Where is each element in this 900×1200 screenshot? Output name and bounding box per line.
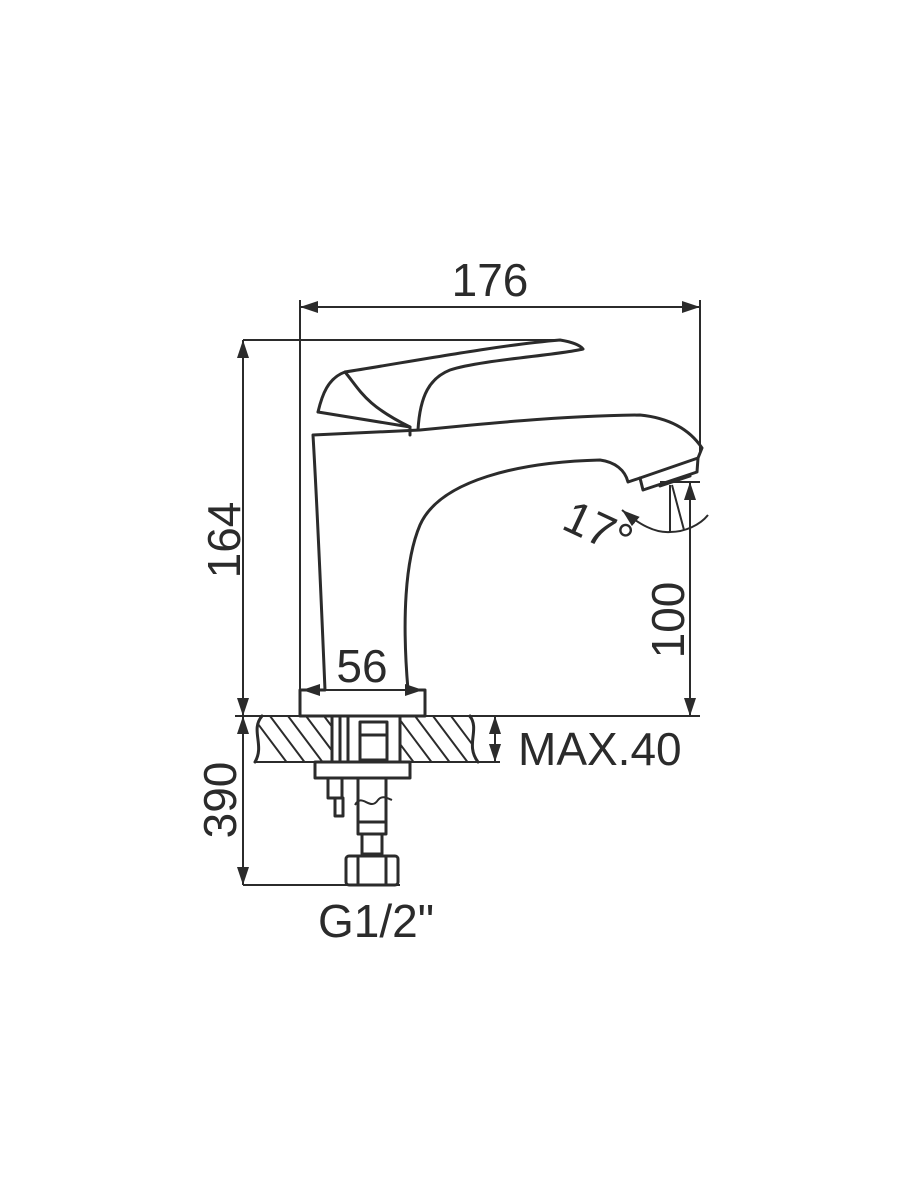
hose-length-dimension: 390 G1/2": [194, 716, 434, 947]
max-thickness-label: MAX.40: [518, 723, 682, 775]
base-width-label: 56: [336, 640, 387, 692]
height-dimension: 164: [198, 339, 560, 716]
mounting-hardware: [313, 714, 412, 887]
spout-dimension: 17° 100: [556, 481, 709, 716]
angle-label: 17°: [556, 490, 641, 567]
height-label: 164: [198, 502, 250, 579]
thread-label: G1/2": [318, 895, 434, 947]
hose-length-label: 390: [194, 762, 246, 839]
faucet-body: [298, 338, 704, 718]
base-dimension: 56: [302, 640, 423, 696]
countertop-section: MAX.40: [235, 714, 700, 775]
length-dimension: 176: [299, 254, 701, 695]
spout-height-label: 100: [642, 582, 694, 659]
length-label: 176: [452, 254, 529, 306]
